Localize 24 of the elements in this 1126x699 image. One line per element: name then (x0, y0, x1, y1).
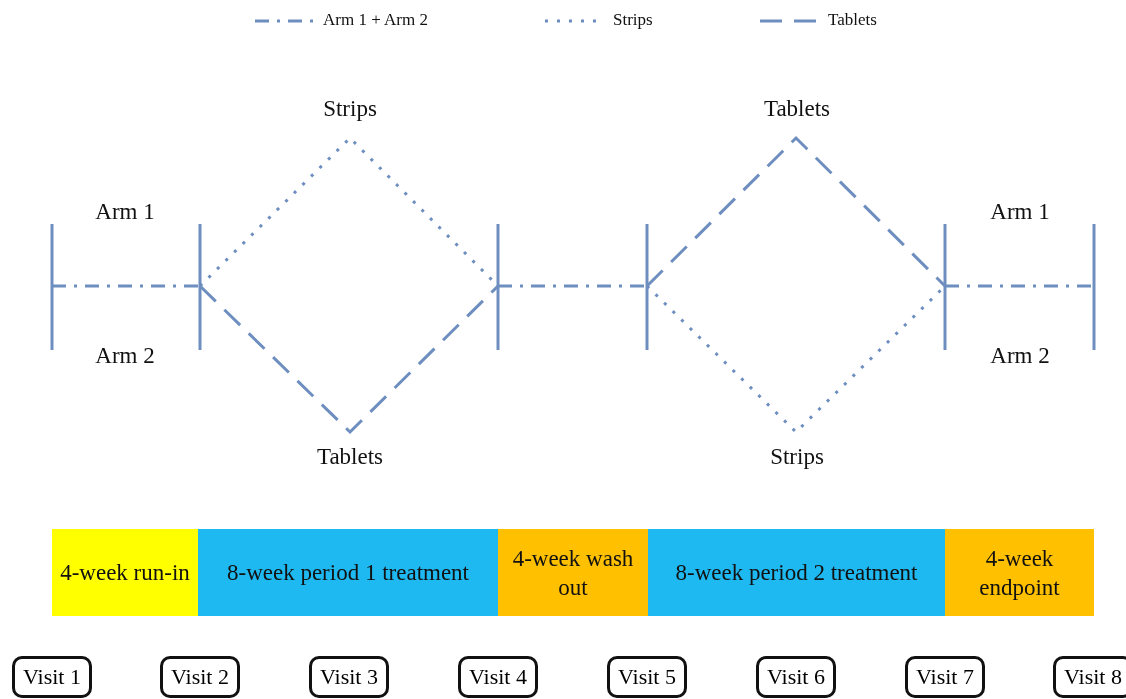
period-bar: 8-week period 2 treatment (648, 529, 945, 616)
visit-box: Visit 3 (309, 656, 389, 698)
period-bar: 4-week endpoint (945, 529, 1094, 616)
arm-label: Arm 2 (990, 343, 1050, 369)
treatment-label: Tablets (763, 96, 831, 122)
arm-label: Arm 2 (95, 343, 155, 369)
visit-box: Visit 1 (12, 656, 92, 698)
visit-box: Visit 6 (756, 656, 836, 698)
legend-label: Strips (613, 10, 653, 30)
legend-label: Arm 1 + Arm 2 (323, 10, 428, 30)
visit-box: Visit 5 (607, 656, 687, 698)
arm-label: Arm 1 (95, 199, 155, 225)
visit-box: Visit 7 (905, 656, 985, 698)
visit-box: Visit 4 (458, 656, 538, 698)
legend-label: Tablets (828, 10, 877, 30)
visit-box: Visit 2 (160, 656, 240, 698)
period-bar: 4-week wash out (498, 529, 648, 616)
period-bar: 8-week period 1 treatment (198, 529, 498, 616)
visit-box: Visit 8 (1053, 656, 1126, 698)
treatment-label: Strips (770, 444, 824, 470)
treatment-label: Strips (323, 96, 377, 122)
arm-label: Arm 1 (990, 199, 1050, 225)
treatment-label: Tablets (316, 444, 384, 470)
period-bar: 4-week run-in (52, 529, 198, 616)
